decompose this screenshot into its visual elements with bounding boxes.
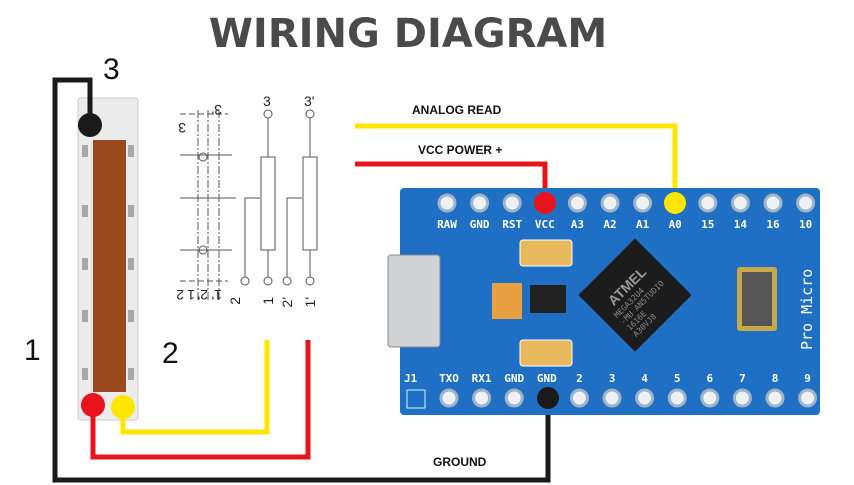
pin-hole xyxy=(635,388,655,408)
pin-label: A2 xyxy=(603,218,616,231)
pin-label: 6 xyxy=(706,372,713,385)
pin-label: VCC xyxy=(535,218,555,231)
pin-label: TXO xyxy=(439,372,459,385)
pin-hole xyxy=(569,388,589,408)
pin-label: RST xyxy=(502,218,522,231)
pin-hole xyxy=(765,388,785,408)
pin-hole xyxy=(600,193,620,213)
schematic-label-2-prime: 2' xyxy=(279,297,295,307)
pin-hole xyxy=(700,388,720,408)
pin-label: RAW xyxy=(437,218,457,231)
schematic-label-1: 1 xyxy=(260,297,276,305)
pin-hole xyxy=(633,193,653,213)
pin-hole xyxy=(667,388,687,408)
analog-read-label: ANALOG READ xyxy=(412,103,502,117)
pin-hole xyxy=(439,388,459,408)
board-name: Pro Micro xyxy=(798,269,816,350)
analog-wire-fader xyxy=(120,340,270,435)
pin-label: A3 xyxy=(571,218,584,231)
fader-pin-2-dot xyxy=(111,395,135,419)
schematic-label-3: 3 xyxy=(263,93,271,109)
pin-hole xyxy=(504,388,524,408)
pin-hole xyxy=(472,388,492,408)
pin-label: RX1 xyxy=(472,372,492,385)
pin-label: 2 xyxy=(576,372,583,385)
pin-label: 10 xyxy=(799,218,812,231)
pin-label: A1 xyxy=(636,218,650,231)
pin-label: 5 xyxy=(674,372,681,385)
pin-hole xyxy=(470,193,490,213)
pin-label: 14 xyxy=(734,218,748,231)
pin-hole xyxy=(502,193,522,213)
fader-pin-2-label: 2 xyxy=(162,337,179,370)
schematic-mirror-1: 1 xyxy=(187,287,195,303)
vcc-wire-fader xyxy=(90,340,311,460)
pin-label: 7 xyxy=(739,372,746,385)
schematic-label-2: 2 xyxy=(227,297,243,305)
schematic-label-3-prime: 3' xyxy=(304,93,314,109)
potentiometer-schematic xyxy=(180,109,318,300)
diagram-title: WIRING DIAGRAM xyxy=(209,11,607,57)
ground-label: GROUND xyxy=(433,455,487,469)
j1-label: J1 xyxy=(404,372,418,385)
ground-wire xyxy=(52,77,551,483)
schematic-mirror-3-prime: 3' xyxy=(212,102,222,118)
gnd-connection-dot xyxy=(537,387,559,409)
usb-port xyxy=(387,254,441,348)
pin-hole xyxy=(698,193,718,213)
pin-label: GND xyxy=(470,218,490,231)
pin-hole xyxy=(798,388,818,408)
fader-pin-3-dot xyxy=(78,113,102,137)
pin-label: 8 xyxy=(772,372,779,385)
pin-label: 9 xyxy=(804,372,811,385)
fader-pin-1-label: 1 xyxy=(24,334,41,367)
pin-label: 16 xyxy=(766,218,780,231)
pin-hole xyxy=(567,193,587,213)
pin-hole xyxy=(437,193,457,213)
vcc-connection-dot xyxy=(534,192,556,214)
pin-hole xyxy=(796,193,816,213)
slide-potentiometer xyxy=(77,97,139,421)
pin-label: 15 xyxy=(701,218,714,231)
schematic-mirror-1-prime: 1' xyxy=(212,287,222,303)
pin-label: 4 xyxy=(641,372,648,385)
pin-hole xyxy=(602,388,622,408)
pin-label: GND xyxy=(537,372,557,385)
schematic-mirror-3: 3 xyxy=(178,120,186,136)
schematic-mirror-2: 2 xyxy=(176,287,184,303)
pro-micro-board: ATMEL MEGA32U4 -MU AN5TUDIO 1616E A30VJ8… xyxy=(387,188,820,415)
analog-wire-board xyxy=(355,123,678,200)
a0-connection-dot xyxy=(664,192,686,214)
pin-label: GND xyxy=(504,372,524,385)
fader-pin-1-dot xyxy=(81,393,105,417)
pin-hole xyxy=(730,193,750,213)
schematic-label-1-prime: 1' xyxy=(302,297,318,307)
schematic-mirror-2-prime: 2' xyxy=(198,287,208,303)
fader-pin-3-label: 3 xyxy=(103,53,120,86)
pin-hole xyxy=(763,193,783,213)
pin-label: A0 xyxy=(669,218,682,231)
pin-label: 3 xyxy=(609,372,616,385)
pin-hole xyxy=(732,388,752,408)
vcc-power-label: VCC POWER + xyxy=(418,143,502,157)
